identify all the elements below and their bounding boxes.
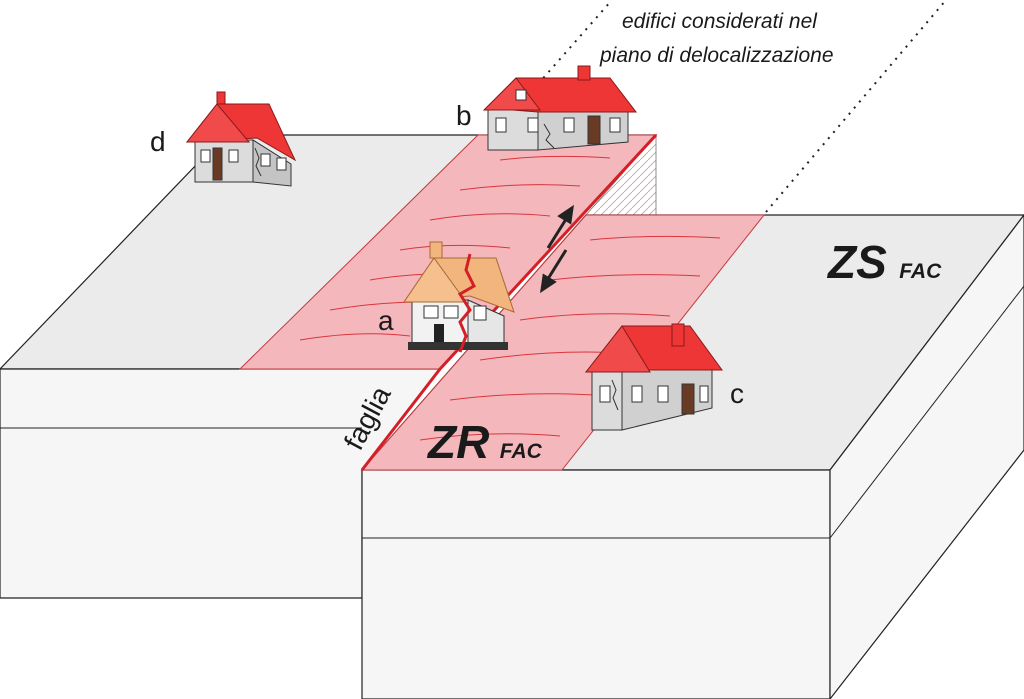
zone-label-zs: ZS FAC — [826, 236, 942, 288]
house-c — [584, 323, 723, 431]
slip-arrows-icon — [540, 204, 574, 294]
label-house-a: a — [378, 305, 394, 336]
label-house-d: d — [150, 126, 166, 157]
label-house-c: c — [730, 378, 744, 409]
zone-zr-main: ZR — [426, 416, 489, 468]
right-block-front — [361, 469, 831, 699]
fault-line — [360, 133, 658, 471]
zone-zr-sub: FAC — [500, 440, 543, 463]
right-block-side — [829, 214, 1024, 699]
house-d — [185, 91, 297, 187]
rupture-zone-lower — [360, 214, 766, 471]
house-a — [402, 241, 515, 353]
house-b — [482, 65, 638, 151]
caption-line-2: piano di delocalizzazione — [599, 44, 834, 67]
zone-zs-sub: FAC — [899, 260, 942, 283]
zone-label-zr: ZR FAC — [426, 416, 543, 468]
zone-zs-main: ZS — [826, 236, 887, 288]
caption-line-1: edifici considerati nel — [622, 10, 818, 33]
label-house-b: b — [456, 100, 472, 131]
